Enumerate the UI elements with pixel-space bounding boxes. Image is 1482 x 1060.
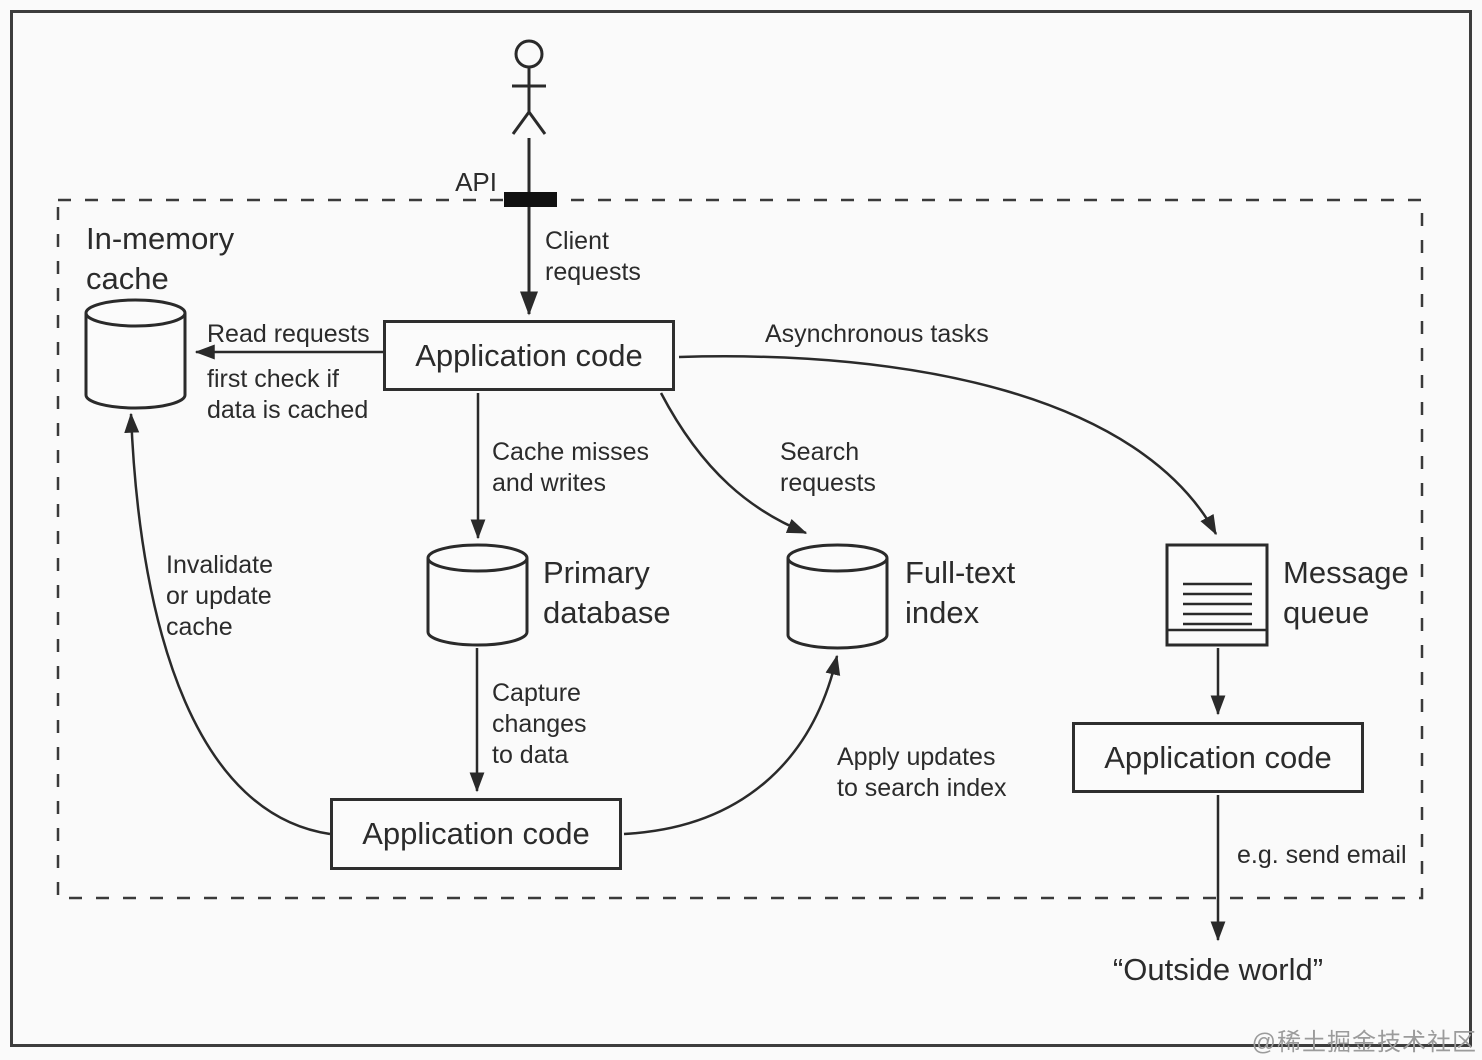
capture-changes-label: Capture changes to data: [492, 679, 587, 769]
application-code-bottom-node: Application code: [330, 798, 622, 870]
send-email-label: e.g. send email: [1237, 841, 1407, 869]
client-requests-label: Client requests: [545, 227, 641, 286]
message-queue-label: Message queue: [1283, 555, 1409, 630]
figure-border: [10, 10, 1472, 1047]
primary-database-cylinder: [426, 543, 529, 647]
asynchronous-tasks-arrow: [678, 355, 1218, 536]
system-boundary-dashed-box: [56, 198, 1424, 900]
read-requests-note-label: first check if data is cached: [207, 365, 369, 424]
in-memory-cache-cylinder: [84, 298, 187, 410]
cache-misses-label: Cache misses and writes: [492, 438, 649, 497]
api-label: API: [455, 167, 497, 197]
application-code-right-label: Application code: [1104, 739, 1332, 775]
in-memory-cache-label: In-memory cache: [86, 221, 235, 296]
apply-updates-label: Apply updates to search index: [837, 743, 1007, 802]
asynchronous-tasks-label: Asynchronous tasks: [765, 320, 989, 348]
search-requests-arrow: [659, 392, 808, 535]
message-queue-icon: [1165, 543, 1269, 647]
outside-world-label: “Outside world”: [1112, 952, 1324, 987]
application-code-bottom-label: Application code: [362, 816, 590, 851]
invalidate-cache-label: Invalidate or update cache: [166, 551, 274, 641]
primary-database-label: Primary database: [543, 555, 671, 630]
user-icon: [511, 39, 547, 135]
invalidate-cache-arrow: [124, 412, 331, 836]
apply-updates-arrow: [623, 654, 841, 836]
search-requests-label: Search requests: [780, 438, 876, 497]
watermark: @稀土掘金技术社区: [1251, 1029, 1477, 1056]
api-boundary-bar: [504, 192, 557, 207]
full-text-index-label: Full-text index: [905, 555, 1016, 630]
full-text-index-cylinder: [786, 543, 889, 650]
application-code-top-node: Application code: [383, 320, 675, 391]
application-code-top-label: Application code: [415, 337, 643, 373]
read-requests-label: Read requests: [207, 320, 370, 348]
application-code-right-node: Application code: [1072, 722, 1364, 793]
